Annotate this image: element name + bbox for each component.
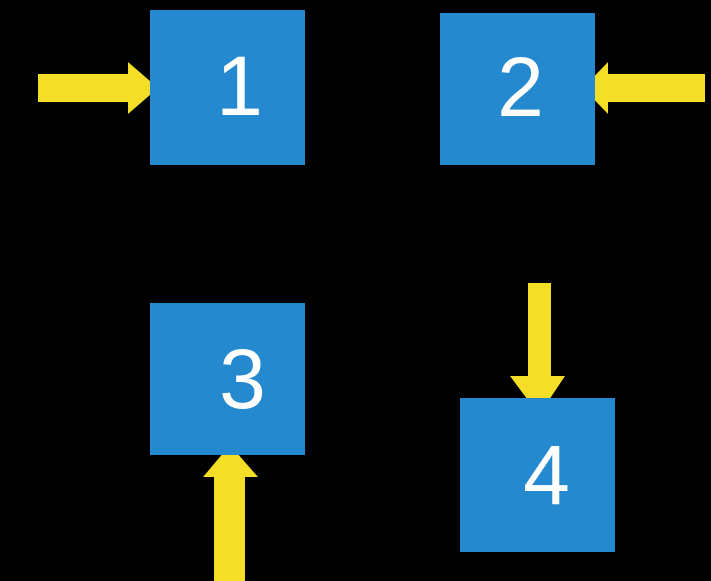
node-box-1[interactable]: 1 [150, 10, 305, 165]
arrow-left-into-box-2-icon [583, 62, 705, 114]
node-box-1-label: 1 [216, 38, 263, 133]
node-box-2[interactable]: 2 [440, 13, 595, 165]
node-box-3[interactable]: 3 [150, 303, 305, 455]
node-box-4[interactable]: 4 [460, 398, 615, 552]
node-box-4-label: 4 [523, 428, 570, 522]
arrow-right-into-box-1-icon [38, 62, 158, 114]
arrow-down-into-box-4-icon [510, 283, 565, 415]
arrow-up-into-box-3-icon [203, 445, 258, 581]
node-box-3-label: 3 [219, 332, 266, 426]
node-box-2-label: 2 [497, 40, 544, 134]
